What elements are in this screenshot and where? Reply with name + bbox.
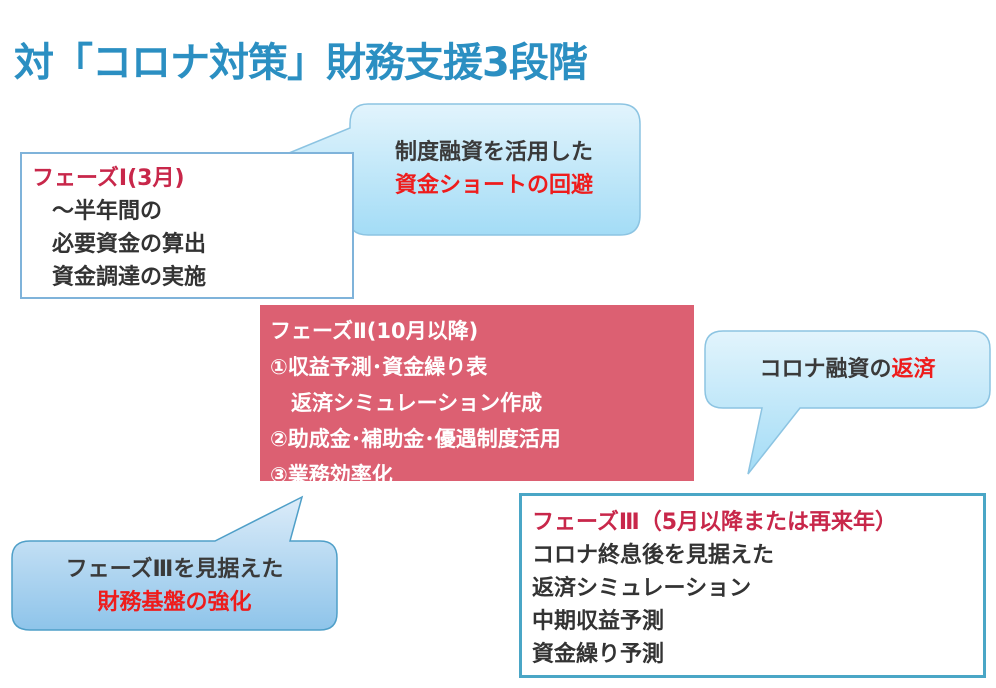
phase1-line: ～半年間の <box>52 199 163 224</box>
phase3-line: 資金繰り予測 <box>532 642 665 667</box>
phase2-line: ②助成金･補助金･優遇制度活用 <box>270 427 561 451</box>
callout1-line: 制度融資を活用した <box>394 140 593 165</box>
callout2-prefix: コロナ融資の <box>759 357 892 382</box>
phase2-heading: フェーズⅡ(10月以降) <box>270 319 479 343</box>
phase2-line: ①収益予測･資金繰り表 <box>270 355 488 379</box>
phase1-line: 資金調達の実施 <box>52 265 207 290</box>
phase1-heading: フェーズⅠ(3月) <box>32 166 185 191</box>
phase3-box: フェーズⅢ（5月以降または再来年） コロナ終息後を見据えた 返済シミュレーション… <box>519 493 986 678</box>
callout2-bubble <box>704 330 991 475</box>
callout1-highlight: 資金ショートの回避 <box>394 173 593 198</box>
callout3-highlight: 財務基盤の強化 <box>97 590 252 615</box>
callout3-bubble <box>11 495 338 631</box>
phase1-line: 必要資金の算出 <box>52 232 207 257</box>
phase3-line: 返済シミュレーション <box>532 576 752 601</box>
phase3-heading: フェーズⅢ（5月以降または再来年） <box>532 510 898 535</box>
phase2-box: フェーズⅡ(10月以降) ①収益予測･資金繰り表 返済シミュレーション作成 ②助… <box>260 305 694 487</box>
phase1-box: フェーズⅠ(3月) ～半年間の 必要資金の算出 資金調達の実施 <box>20 152 354 299</box>
callout1-text: 制度融資を活用した 資金ショートの回避 <box>348 136 640 202</box>
callout3-text: フェーズⅢを見据えた 財務基盤の強化 <box>12 553 337 619</box>
page-title: 対「コロナ対策」財務支援3段階 <box>14 40 588 86</box>
callout2-highlight: 返済 <box>891 357 936 382</box>
phase2-line: ③業務効率化 <box>270 463 393 487</box>
callout3-line: フェーズⅢを見据えた <box>65 557 284 582</box>
phase2-line: 返済シミュレーション作成 <box>270 391 543 415</box>
phase3-line: コロナ終息後を見据えた <box>532 543 775 568</box>
callout2-text: コロナ融資の返済 <box>705 353 990 386</box>
phase3-line: 中期収益予測 <box>532 609 665 634</box>
callout1-bubble <box>271 103 641 236</box>
